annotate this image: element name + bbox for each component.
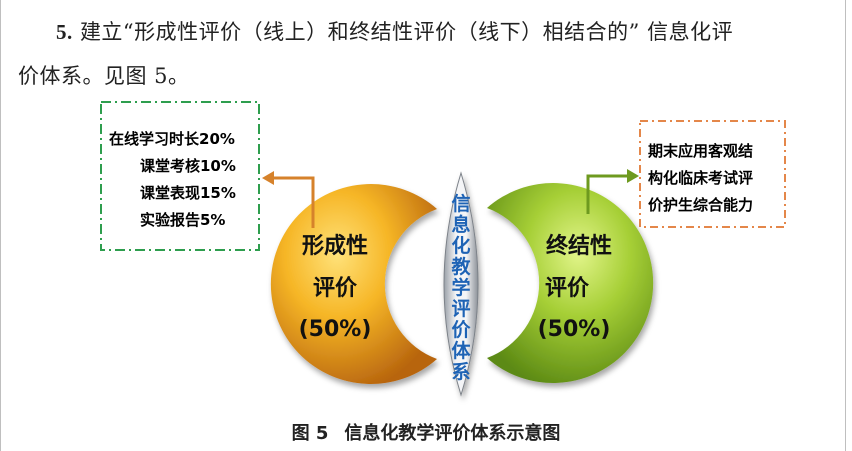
paragraph-line-1: 建立“形成性评价（线上）和终结性评价（线下）相结合的” 信息化评 xyxy=(79,20,734,44)
right-circle-line-1: 终结性 xyxy=(546,233,612,259)
right-box-line-3: 价护生综合能力 xyxy=(648,196,753,214)
figure-title: 信息化教学评价体系示意图 xyxy=(344,423,561,444)
lens-char-2: 息 xyxy=(451,213,470,236)
left-circle-line-2: 评价 xyxy=(313,276,358,301)
lens-char-9: 系 xyxy=(451,361,470,383)
right-box-frame xyxy=(639,120,786,228)
left-circle-text: 形成性 评价 (50%) xyxy=(299,234,372,342)
right-box-line-1: 期末应用客观结 xyxy=(648,142,753,160)
right-circle xyxy=(487,183,654,383)
left-circle xyxy=(270,183,437,384)
right-arrow-head xyxy=(627,169,639,183)
lens-char-7: 价 xyxy=(451,319,471,341)
figure-caption: 图 5 信息化教学评价体系示意图 xyxy=(0,419,852,445)
right-arrow-line xyxy=(586,174,628,214)
center-lens-text: 信 息 化 教 学 评 价 体 系 xyxy=(451,192,471,383)
left-circle-line-3: (50%) xyxy=(299,317,372,342)
right-circle-line-2: 评价 xyxy=(545,276,590,301)
left-box-line-4: 实验报告5% xyxy=(140,211,225,229)
right-circle-text: 终结性 评价 (50%) xyxy=(538,233,612,342)
left-arrow-line xyxy=(272,176,315,228)
lens-char-8: 体 xyxy=(451,339,471,362)
paragraph-line-2: 价体系。见图 5。 xyxy=(18,64,190,88)
center-lens xyxy=(443,171,479,397)
left-arrow-head xyxy=(262,171,274,185)
lens-char-3: 化 xyxy=(451,234,470,257)
figure-number: 图 5 xyxy=(291,423,329,444)
lens-char-4: 教 xyxy=(451,255,471,278)
left-circle-line-1: 形成性 xyxy=(302,234,368,259)
lens-char-6: 评 xyxy=(451,298,470,320)
paragraph-number: 5. xyxy=(56,20,73,44)
right-box-line-2: 构化临床考试评 xyxy=(648,169,753,187)
right-circle-line-3: (50%) xyxy=(538,317,611,342)
paragraph: 5. 建立“形成性评价（线上）和终结性评价（线下）相结合的” 信息化评 价体系。… xyxy=(18,10,833,98)
left-box-line-1: 在线学习时长20% xyxy=(109,130,235,148)
lens-char-5: 学 xyxy=(451,276,470,299)
left-box-line-3: 课堂表现15% xyxy=(140,184,236,202)
left-box-frame xyxy=(100,101,260,251)
left-box-line-2: 课堂考核10% xyxy=(140,157,236,175)
lens-char-1: 信 xyxy=(451,192,470,215)
